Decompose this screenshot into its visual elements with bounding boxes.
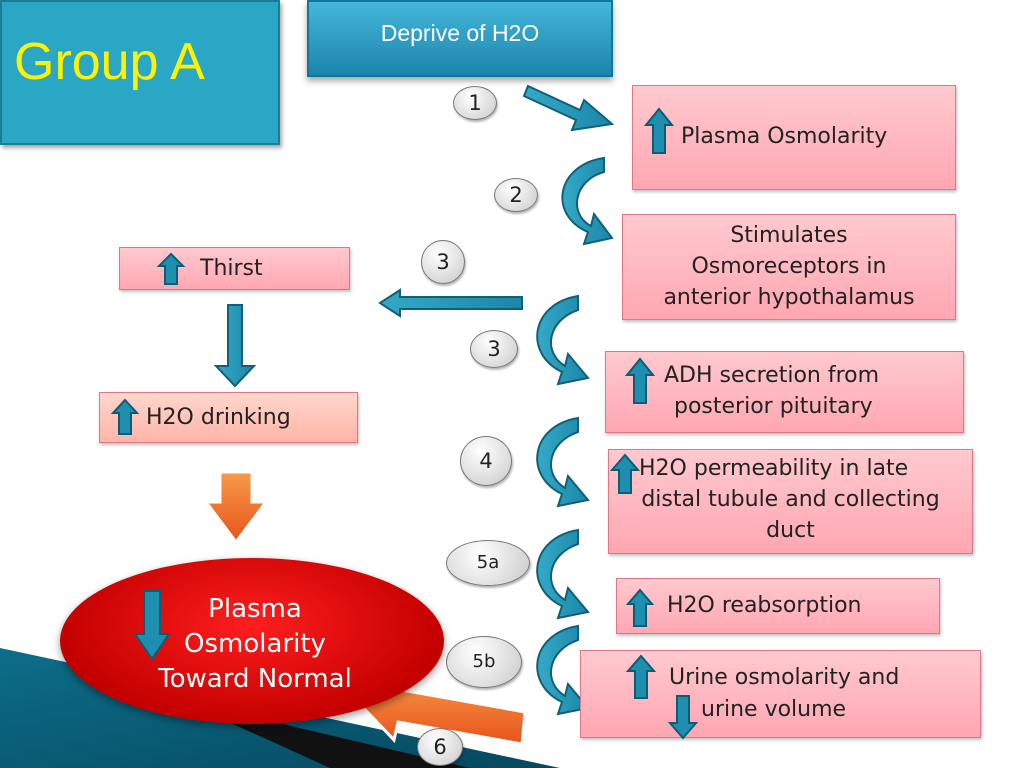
step-6-badge: 6 bbox=[417, 728, 463, 766]
group-title: Group A bbox=[14, 33, 205, 91]
result-line-1: Plasma bbox=[208, 594, 302, 624]
step-2-badge: 2 bbox=[494, 178, 538, 212]
header-box: Deprive of H2O bbox=[307, 0, 613, 77]
up-arrow-icon bbox=[609, 453, 641, 494]
up-arrow-icon bbox=[625, 588, 655, 627]
up-arrow-icon bbox=[156, 252, 186, 285]
result-line-3: Toward Normal bbox=[158, 664, 352, 694]
result-oval: Plasma Osmolarity Toward Normal bbox=[60, 558, 444, 724]
header-title: Deprive of H2O bbox=[380, 20, 540, 46]
permeability-line-2: distal tubule and collecting bbox=[641, 487, 940, 512]
permeability-line-1: H2O permeability in late bbox=[639, 456, 909, 481]
up-arrow-icon bbox=[624, 357, 656, 404]
step-1-badge: 1 bbox=[453, 86, 497, 120]
adh-secretion-box: ADH secretion from posterior pituitary bbox=[605, 351, 964, 433]
down-arrow-icon bbox=[133, 590, 171, 661]
urine-line-2: urine volume bbox=[701, 697, 847, 722]
step-3-badge: 3 bbox=[421, 240, 465, 284]
down-arrow-icon bbox=[667, 695, 699, 740]
urine-line-1: Urine osmolarity and bbox=[669, 665, 900, 690]
step-3b-badge: 3 bbox=[470, 330, 518, 368]
adh-line-1: ADH secretion from bbox=[664, 363, 880, 388]
adh-line-2: posterior pituitary bbox=[674, 394, 873, 419]
permeability-box: H2O permeability in late distal tubule a… bbox=[608, 449, 973, 554]
diagonal-arrow-icon bbox=[522, 84, 615, 132]
osmoreceptors-box: Stimulates Osmoreceptors in anterior hyp… bbox=[622, 214, 956, 320]
drinking-box: H2O drinking bbox=[99, 392, 358, 443]
permeability-line-3: duct bbox=[766, 518, 815, 543]
group-label-box: Group A bbox=[0, 0, 280, 145]
osmoreceptors-line-2: Osmoreceptors in bbox=[691, 254, 887, 279]
up-arrow-icon bbox=[625, 654, 657, 699]
urine-box: Urine osmolarity and urine volume bbox=[580, 650, 981, 740]
plasma-osmolarity-label: Plasma Osmolarity bbox=[681, 124, 888, 149]
drinking-label: H2O drinking bbox=[146, 405, 291, 430]
result-line-2: Osmolarity bbox=[184, 629, 326, 659]
reabsorption-label: H2O reabsorption bbox=[667, 593, 862, 618]
step-5a-badge: 5a bbox=[446, 540, 530, 586]
orange-down-arrow-icon bbox=[203, 470, 269, 545]
reabsorption-box: H2O reabsorption bbox=[616, 578, 940, 634]
left-arrow-icon bbox=[378, 288, 523, 318]
up-arrow-icon bbox=[110, 398, 140, 435]
osmoreceptors-line-1: Stimulates bbox=[730, 223, 848, 248]
curved-arrow-icon bbox=[536, 156, 614, 716]
plasma-osmolarity-box: Plasma Osmolarity bbox=[632, 85, 956, 190]
up-arrow-icon bbox=[643, 107, 675, 154]
down-arrow-icon bbox=[213, 304, 257, 388]
thirst-box: Thirst bbox=[119, 247, 350, 290]
step-5b-badge: 5b bbox=[446, 636, 522, 688]
osmoreceptors-line-3: anterior hypothalamus bbox=[663, 285, 915, 310]
step-4-badge: 4 bbox=[460, 436, 512, 486]
result-text: Plasma Osmolarity Toward Normal bbox=[130, 592, 380, 697]
thirst-label: Thirst bbox=[200, 256, 263, 281]
